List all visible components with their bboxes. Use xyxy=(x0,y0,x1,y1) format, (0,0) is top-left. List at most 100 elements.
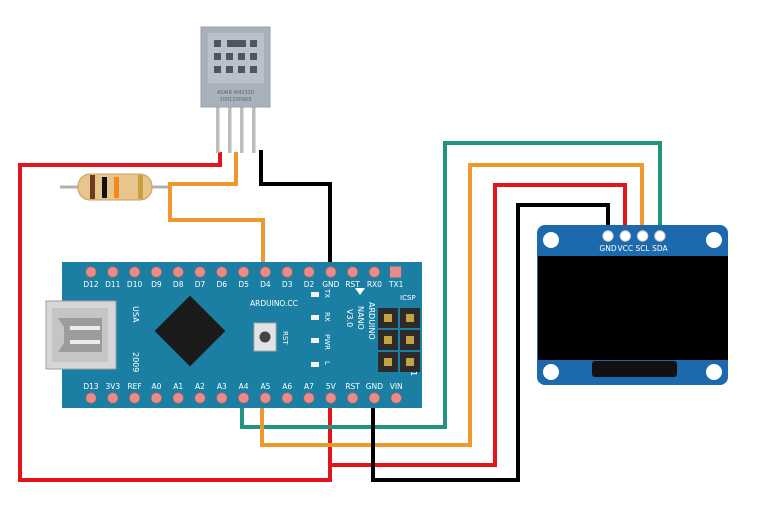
reset-button xyxy=(253,322,277,352)
oled-pin-row xyxy=(602,230,666,242)
top-pin-d12 xyxy=(85,266,97,278)
usb-connector xyxy=(45,300,117,370)
bottom-pin-label-ref: REF xyxy=(127,382,141,391)
sensor-vent-hole xyxy=(214,40,221,47)
top-pin-rx0 xyxy=(368,266,380,278)
bottom-pin-label-d13: D13 xyxy=(83,382,99,391)
wire-oled-gnd-black xyxy=(371,203,610,482)
bottom-pin-a1 xyxy=(172,392,184,404)
temperature-humidity-sensor: ASAIR AM2320 1001200908 xyxy=(200,26,271,153)
wire-oled-sda-teal xyxy=(240,141,662,429)
oled-pin-label-gnd: GND xyxy=(599,244,616,253)
top-pin-d10 xyxy=(129,266,141,278)
top-pin-d6 xyxy=(216,266,228,278)
sensor-vent-hole xyxy=(214,66,221,73)
top-pin-label-rst: RST xyxy=(345,280,360,289)
icsp-header xyxy=(378,308,420,372)
bottom-pin-a4 xyxy=(238,392,250,404)
mount-hole-top-left xyxy=(543,232,559,248)
sensor-vent-hole xyxy=(226,53,233,60)
bottom-pin-label-rst: RST xyxy=(345,382,360,391)
wire-oled-scl-orange xyxy=(260,163,644,447)
oled-pin-label-scl: SCL xyxy=(636,244,651,253)
mount-hole-top-right xyxy=(706,232,722,248)
top-pin-label-d8: D8 xyxy=(173,280,184,289)
bottom-pin-label-vin: VIN xyxy=(390,382,403,391)
oled-pin-vcc xyxy=(619,230,631,242)
top-pin-label-gnd: GND xyxy=(322,280,339,289)
wire-sensor-gnd-black xyxy=(259,150,332,266)
sensor-vent-hole xyxy=(250,53,257,60)
top-pin-rst xyxy=(347,266,359,278)
icsp-pin xyxy=(406,358,414,366)
icsp-pin xyxy=(384,358,392,366)
bottom-pin-label-gnd: GND xyxy=(366,382,383,391)
sensor-vent-hole xyxy=(250,66,257,73)
led-label-rx: RX xyxy=(323,312,331,322)
led-label-tx: TX xyxy=(323,288,331,298)
bottom-pin-label-a0: A0 xyxy=(151,382,161,391)
icsp-pin xyxy=(384,336,392,344)
top-pin-label-d5: D5 xyxy=(238,280,249,289)
sensor-label-line1: ASAIR AM2320 xyxy=(217,90,254,96)
microcontroller-chip xyxy=(154,295,226,367)
bottom-pin-row xyxy=(85,392,402,404)
top-pin-label-d3: D3 xyxy=(282,280,293,289)
usa-label: USA xyxy=(131,306,140,323)
top-pin-label-d2: D2 xyxy=(304,280,315,289)
mount-hole-bottom-right xyxy=(706,364,722,380)
bottom-pin-a3 xyxy=(216,392,228,404)
bottom-pin-5v xyxy=(325,392,337,404)
top-pin-label-d9: D9 xyxy=(151,280,162,289)
top-pin-label-rx0: RX0 xyxy=(367,280,382,289)
board-name-line2: NANO xyxy=(356,306,365,330)
brand-label: ARDUINO.CC xyxy=(250,299,298,308)
oled-screen xyxy=(538,256,728,360)
top-pin-d3 xyxy=(281,266,293,278)
sensor-vent-hole xyxy=(238,66,245,73)
top-pin-gnd xyxy=(325,266,337,278)
top-pin-d9 xyxy=(150,266,162,278)
bottom-pin-label-a7: A7 xyxy=(304,382,314,391)
year-label: 2009 xyxy=(131,352,140,372)
bottom-pin-3v3 xyxy=(107,392,119,404)
oled-pin-label-vcc: VCC xyxy=(617,244,633,253)
top-pin-label-d4: D4 xyxy=(260,280,271,289)
icsp-pin xyxy=(406,314,414,322)
sensor-vent-hole xyxy=(238,53,245,60)
bottom-pin-gnd xyxy=(368,392,380,404)
bottom-pin-rst xyxy=(347,392,359,404)
led-label-pwr: PWR xyxy=(323,334,331,350)
bottom-pin-label-a2: A2 xyxy=(195,382,205,391)
top-pin-row xyxy=(85,266,402,278)
bottom-pin-label-a4: A4 xyxy=(239,382,249,391)
sensor-vent-hole xyxy=(214,53,221,60)
wire-oled-vcc-red xyxy=(330,183,627,467)
oled-pin-gnd xyxy=(602,230,614,242)
bottom-pin-label-a5: A5 xyxy=(260,382,270,391)
bottom-pin-label-5v: 5V xyxy=(326,382,337,391)
mount-hole-bottom-left xyxy=(543,364,559,380)
bottom-pin-a5 xyxy=(259,392,271,404)
icsp-pin xyxy=(406,336,414,344)
bottom-pin-a2 xyxy=(194,392,206,404)
board-name-line1: ARDUINO xyxy=(367,302,376,340)
pin1-arrow xyxy=(355,288,365,295)
top-pin-d11 xyxy=(107,266,119,278)
sensor-vent-hole xyxy=(226,66,233,73)
sensor-vent-grid xyxy=(214,40,257,73)
reset-button-label: RST xyxy=(281,331,289,345)
top-pin-label-d7: D7 xyxy=(195,280,206,289)
top-pin-square-pad xyxy=(390,266,401,278)
top-pin-label-tx1: TX1 xyxy=(388,280,404,289)
bottom-pin-label-a1: A1 xyxy=(173,382,183,391)
icsp-pin xyxy=(384,314,392,322)
top-pin-d5 xyxy=(238,266,250,278)
sensor-vent-slot xyxy=(227,40,246,47)
bottom-pin-a6 xyxy=(281,392,293,404)
wire-sensor-data-orange xyxy=(168,152,265,266)
